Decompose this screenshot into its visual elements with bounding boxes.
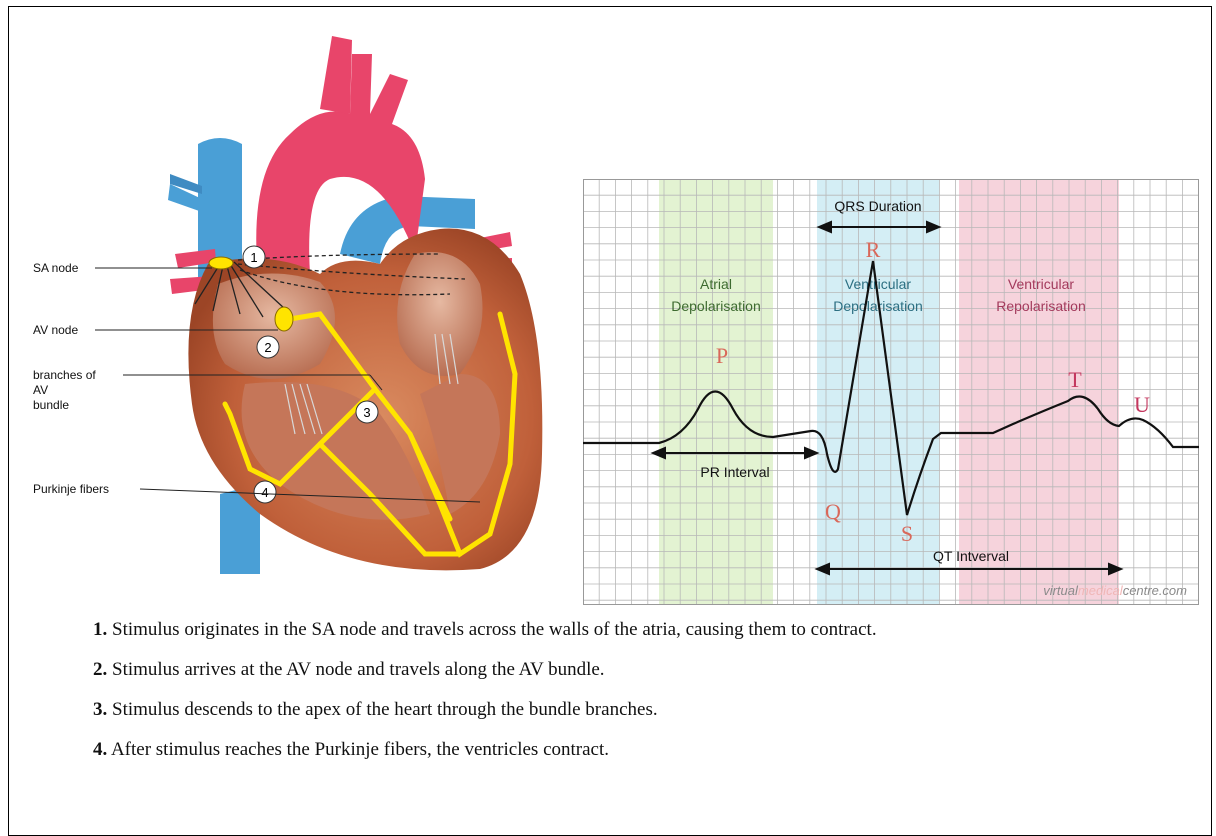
- step-number: 2.: [93, 659, 107, 680]
- step-text: Stimulus originates in the SA node and t…: [107, 619, 876, 640]
- branches-label-line3: bundle: [33, 398, 69, 412]
- step-number: 1.: [93, 619, 107, 640]
- qt-interval-label: QT Intverval: [933, 548, 1009, 564]
- branches-label-line2: AV: [33, 383, 48, 397]
- marker-2: 2: [264, 340, 271, 355]
- ecg-diagram: Atrial Depolarisation Ventricular Depola…: [583, 179, 1199, 605]
- branches-label-line1: branches of: [33, 368, 96, 382]
- marker-3: 3: [363, 405, 370, 420]
- atrial-label-line2: Depolarisation: [671, 298, 761, 314]
- s-wave-label: S: [901, 521, 913, 546]
- step-item: 3. Stimulus descends to the apex of the …: [93, 698, 1203, 738]
- ventricular-dep-label-line1: Ventricular: [845, 276, 911, 292]
- r-wave-label: R: [866, 237, 881, 262]
- pr-interval-label: PR Interval: [700, 464, 769, 480]
- step-item: 2. Stimulus arrives at the AV node and t…: [93, 658, 1203, 698]
- ventricular-repolarisation-region: [959, 179, 1119, 605]
- step-text: Stimulus descends to the apex of the hea…: [107, 699, 657, 720]
- step-item: 4. After stimulus reaches the Purkinje f…: [93, 738, 1203, 778]
- watermark: virtualmedicalcentre.com: [1043, 583, 1187, 598]
- qrs-duration-label: QRS Duration: [834, 198, 921, 214]
- marker-1: 1: [250, 250, 257, 265]
- purkinje-label: Purkinje fibers: [33, 482, 109, 496]
- step-text: After stimulus reaches the Purkinje fibe…: [107, 739, 609, 760]
- q-wave-label: Q: [825, 499, 841, 524]
- step-list: 1. Stimulus originates in the SA node an…: [93, 618, 1203, 778]
- ventricular-rep-label-line1: Ventricular: [1008, 276, 1074, 292]
- step-item: 1. Stimulus originates in the SA node an…: [93, 618, 1203, 658]
- heart-diagram: 1 2 3 4 SA node AV node branches of AV b…: [20, 14, 565, 594]
- sa-node-label: SA node: [33, 261, 79, 275]
- sa-node: [209, 257, 233, 269]
- av-node-label: AV node: [33, 323, 78, 337]
- step-number: 3.: [93, 699, 107, 720]
- step-number: 4.: [93, 739, 107, 760]
- u-wave-label: U: [1134, 392, 1150, 417]
- p-wave-label: P: [716, 343, 728, 368]
- marker-4: 4: [261, 485, 268, 500]
- t-wave-label: T: [1068, 367, 1082, 392]
- atrial-label-line1: Atrial: [700, 276, 732, 292]
- step-text: Stimulus arrives at the AV node and trav…: [107, 659, 604, 680]
- ventricular-rep-label-line2: Repolarisation: [996, 298, 1086, 314]
- av-node: [275, 307, 293, 331]
